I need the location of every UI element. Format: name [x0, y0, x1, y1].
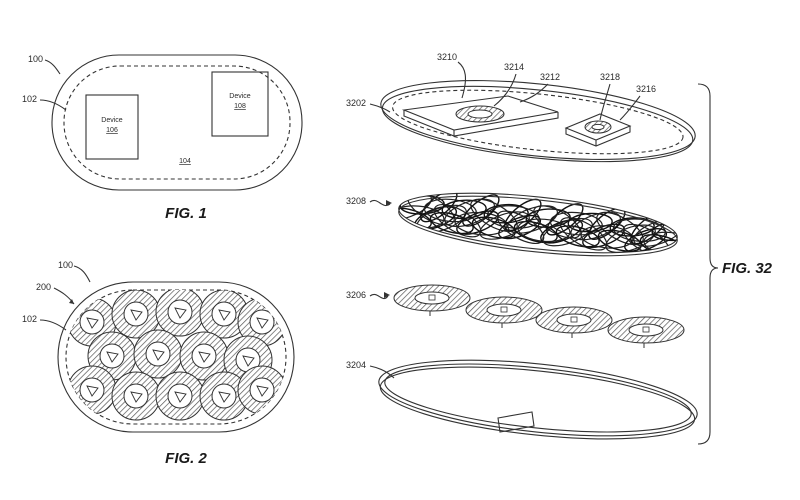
ref-3216: 3216	[636, 84, 656, 94]
ref-3218: 3218	[600, 72, 620, 82]
mesh-winding	[507, 205, 558, 234]
mesh-winding	[513, 220, 558, 244]
coil-washer	[535, 306, 613, 338]
ref-3204: 3204	[346, 360, 366, 370]
module-3216	[564, 113, 632, 147]
coil-ring	[111, 290, 161, 339]
coil-ring	[199, 371, 249, 421]
ref-3210: 3210	[437, 52, 457, 62]
ref-102-fig2: 102	[22, 314, 37, 324]
device-106-title: Device	[101, 117, 123, 124]
coil-row-3206	[393, 284, 685, 348]
mesh-winding	[483, 203, 529, 224]
mesh-winding	[567, 212, 613, 233]
mesh-winding	[540, 219, 584, 244]
coil-ring	[133, 329, 183, 379]
coil-ring	[155, 290, 205, 337]
base-tray-3204	[378, 359, 698, 440]
ref-3206: 3206	[346, 290, 366, 300]
coil-ring	[155, 371, 205, 421]
charging-pad-outline	[51, 54, 303, 191]
device-106-box	[85, 94, 139, 160]
coil-array	[67, 290, 286, 421]
mesh-winding	[605, 224, 656, 253]
mesh-winding	[441, 199, 487, 220]
fig-32-caption: FIG. 32	[722, 260, 773, 277]
ref-3208: 3208	[346, 196, 366, 206]
figure-2: 100 200 102 FIG. 2	[22, 260, 295, 467]
mesh-winding	[555, 225, 600, 248]
ref-102-fig1: 102	[22, 94, 37, 104]
device-108-box	[211, 71, 269, 137]
mesh-winding	[588, 207, 626, 240]
fig2-pad-outline	[57, 281, 295, 433]
ref-3202: 3202	[346, 98, 366, 108]
mesh-winding	[444, 198, 495, 228]
ref-3214: 3214	[504, 62, 524, 72]
ref-104: 104	[179, 158, 191, 165]
device-106-ref: 106	[106, 127, 118, 134]
coil-ring	[199, 290, 249, 339]
fig-2-caption: FIG. 2	[165, 450, 207, 467]
mesh-winding	[542, 217, 593, 247]
ref-100-fig1: 100	[28, 54, 43, 64]
figure-32-brace	[697, 83, 719, 445]
charging-area-dashed	[63, 65, 291, 180]
coil-washer	[393, 284, 471, 316]
coil-ring	[179, 331, 229, 381]
coil-ring	[67, 365, 117, 415]
device-108-ref: 108	[234, 103, 246, 110]
fig-1-caption: FIG. 1	[165, 205, 207, 222]
mesh-winding	[570, 211, 621, 241]
coil-ring	[111, 371, 161, 421]
device-108-title: Device	[229, 93, 251, 100]
coil-ring	[237, 365, 286, 415]
ref-200: 200	[36, 282, 51, 292]
ref-100-fig2: 100	[58, 260, 73, 270]
coil-mesh-3208	[396, 189, 680, 258]
ref-3212: 3212	[540, 72, 560, 82]
mesh-winding	[633, 218, 680, 247]
mesh-winding	[429, 212, 474, 235]
mesh-winding	[609, 217, 655, 237]
figure-32: FIG. 32 3210 3214 3212 3218 3216 3202 32…	[346, 52, 773, 445]
mesh-winding	[479, 211, 530, 240]
coil-washer	[607, 316, 685, 348]
figure-1: Device 106 Device 108 104 100 102 FIG. 1	[22, 54, 303, 222]
coil-washer	[465, 296, 543, 328]
module-3212	[401, 95, 559, 137]
